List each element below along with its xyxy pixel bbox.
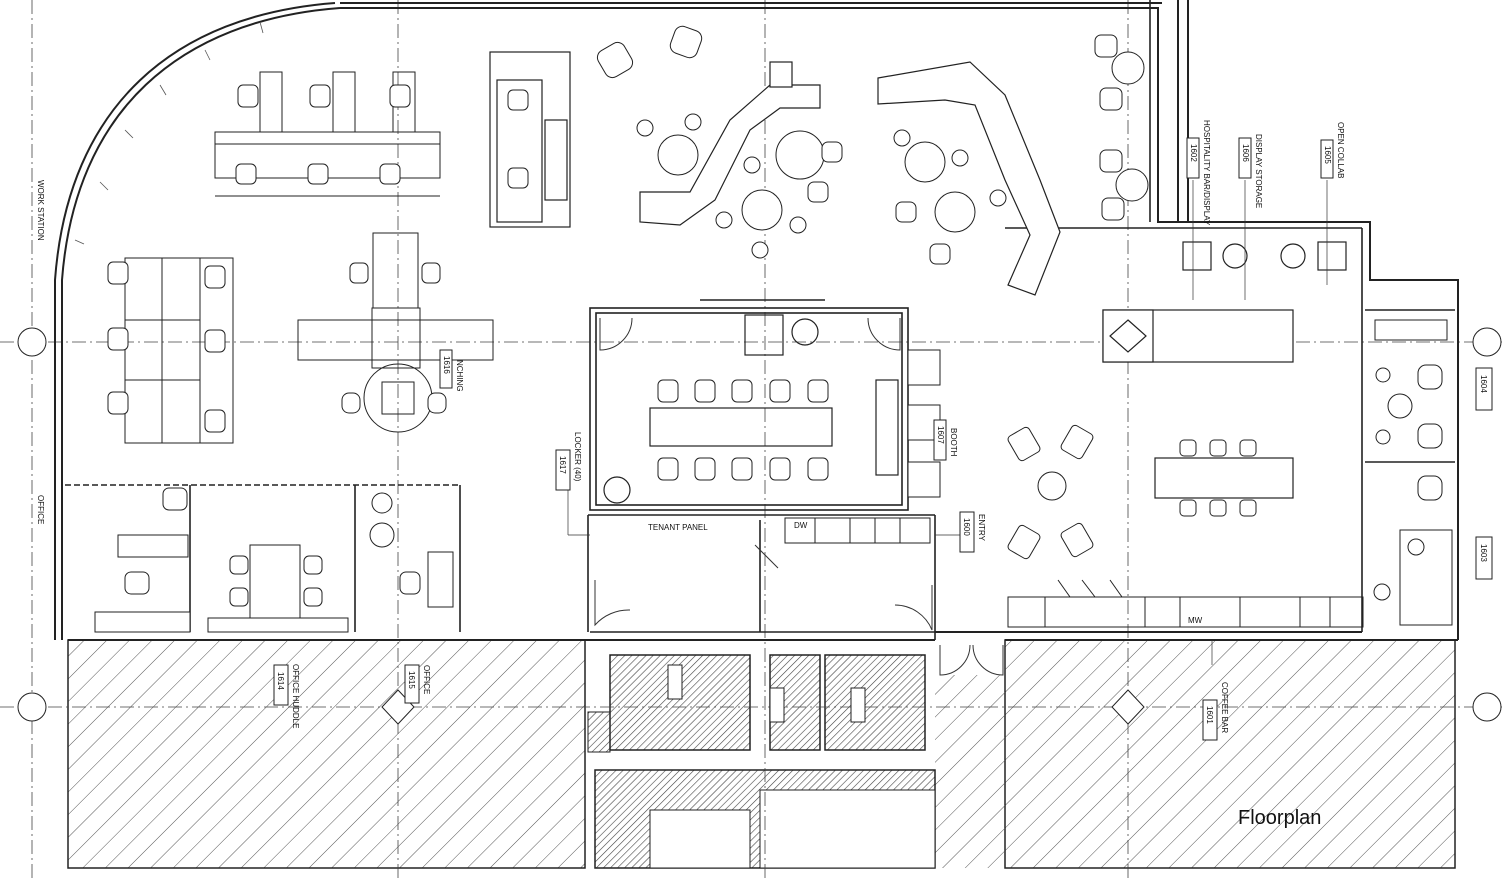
interior-walls: [65, 0, 1455, 640]
small-room-top: [489, 51, 571, 228]
nching-tag: 1616 NCHING: [439, 349, 464, 392]
coffee-bar-number: 1601: [1205, 706, 1214, 724]
room-tag-1604: 1604: [1479, 375, 1488, 393]
stair-landing: [587, 711, 611, 753]
hospitality-number: 1602: [1189, 144, 1198, 162]
hatch-zone-right: [1004, 639, 1456, 869]
conference-chairs: [657, 379, 829, 481]
leader-lines: [567, 180, 1328, 665]
side-labels: WORK STATION OFFICE: [36, 180, 45, 524]
core-tags: [667, 664, 866, 723]
entry-name: ENTRY: [977, 514, 986, 542]
exterior-mullions: [74, 21, 264, 245]
coffee-bar-tag: 1601 COFFEE BAR: [1202, 682, 1229, 741]
tenant-panel-label: TENANT PANEL: [648, 523, 708, 532]
locker-tag: 1617 LOCKER (40): [555, 432, 582, 491]
office-name: OFFICE: [422, 665, 431, 694]
benching-left-chairs: [107, 261, 226, 433]
cafe-tables: [657, 51, 1149, 233]
booth-seating: [907, 349, 941, 498]
office-side-label: OFFICE: [36, 495, 45, 524]
core-lower-open-2: [759, 789, 936, 869]
task-chairs-top: [235, 84, 411, 185]
office-huddle-number: 1614: [276, 672, 285, 690]
drawing-title: Floorplan: [1238, 807, 1321, 829]
top-right-room-tags: 1602 HOSPITALITY BAR/DISPLAY 1606 DISPLA…: [1186, 120, 1345, 226]
hatched-zones: [67, 639, 1456, 869]
hospitality-furniture: [1102, 241, 1347, 499]
lounge-sofa-right: [877, 61, 1061, 296]
right-tags: 1604 1603: [1475, 367, 1493, 580]
lounge-chairs: [596, 25, 1125, 265]
center-bench: [297, 232, 494, 433]
lower-offices: [94, 487, 454, 633]
room-tag-1603-box: [1475, 536, 1493, 580]
hatch-zone-left: [67, 639, 586, 869]
right-rooms-furniture: [1373, 319, 1453, 626]
office-tag: 1615 OFFICE: [404, 664, 431, 704]
mw-label: MW: [1188, 616, 1203, 625]
hatch-zone-mid: [935, 675, 1005, 868]
display-storage-name: DISPLAY STORAGE: [1254, 134, 1263, 208]
cafe-stools: [636, 113, 1007, 259]
locker-number: 1617: [558, 456, 567, 474]
restroom-core-2: [824, 654, 926, 751]
benching-left: [124, 257, 234, 444]
nching-name: NCHING: [455, 360, 464, 392]
door-swings: [594, 317, 1004, 676]
lounge-sofa-left: [639, 61, 821, 226]
hospitality-name: HOSPITALITY BAR/DISPLAY: [1202, 120, 1211, 226]
booth-tag: 1607 BOOTH: [933, 419, 958, 461]
office-huddle-name: OFFICE HUDDLE: [291, 664, 300, 728]
nching-number: 1616: [442, 356, 451, 374]
small-room-chairs: [507, 89, 529, 189]
coffee-bar-name: COFFEE BAR: [1220, 682, 1229, 733]
conference-room: [603, 314, 899, 504]
center-bench-chairs: [341, 262, 447, 414]
office-huddle-tag: 1614 OFFICE HUDDLE: [273, 664, 300, 728]
room-tag-1604-box: [1475, 367, 1493, 411]
entry-lounge: [1007, 424, 1094, 560]
locker-name: LOCKER (40): [573, 432, 582, 482]
entry-number: 1600: [962, 518, 971, 536]
dw-label: DW: [794, 521, 808, 530]
booth-number: 1607: [936, 426, 945, 444]
display-storage-number: 1606: [1241, 144, 1250, 162]
exterior-walls: [54, 0, 1459, 641]
open-collab-name: OPEN COLLAB: [1336, 122, 1345, 178]
office-number: 1615: [407, 671, 416, 689]
workstation-side-label: WORK STATION: [36, 180, 45, 241]
core-lower-open: [649, 809, 751, 869]
hospitality-stools: [1179, 439, 1257, 517]
kitchen-millwork: [784, 517, 1364, 628]
booth-name: BOOTH: [949, 428, 958, 457]
entry-tag: 1600 ENTRY: [959, 511, 986, 553]
open-collab-number: 1605: [1323, 146, 1332, 164]
room-tag-1603: 1603: [1479, 544, 1488, 562]
